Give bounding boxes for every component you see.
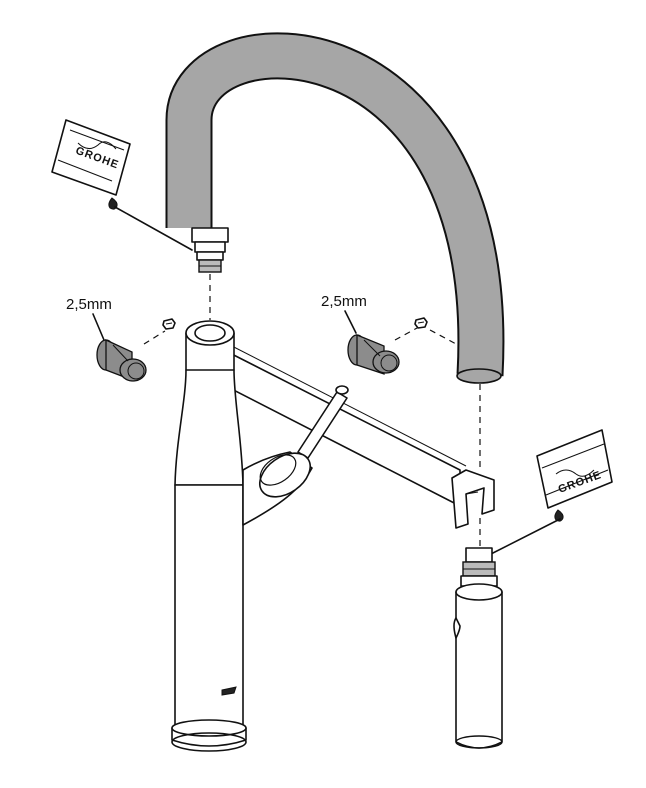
mixer-cartridge: [242, 451, 313, 526]
spout-hose: [165, 32, 505, 384]
allen-key-label-left: 2,5mm: [66, 296, 112, 313]
faucet-body: [171, 320, 247, 752]
leader-line-label-left: [92, 313, 105, 341]
hex-plug-left: [96, 338, 147, 382]
set-screw-left: [162, 318, 176, 330]
swivel-arm: [213, 342, 495, 529]
grease-packet-right: GROHE: [536, 429, 613, 522]
set-screw-right: [414, 317, 428, 329]
shower-head: [453, 547, 503, 749]
axis-line-plug-right: [394, 327, 418, 341]
leader-line-grease-right: [486, 518, 561, 557]
grease-packet-left: GROHE: [51, 119, 131, 210]
allen-key-label-right: 2,5mm: [321, 293, 367, 310]
hex-plug-right: [347, 334, 400, 375]
spout-connector: [191, 227, 229, 273]
axis-line-plug-left: [143, 330, 166, 345]
leader-line-label-right: [344, 310, 357, 334]
leader-line-grease-left: [114, 206, 193, 251]
axis-line-screw-right: [429, 329, 459, 346]
